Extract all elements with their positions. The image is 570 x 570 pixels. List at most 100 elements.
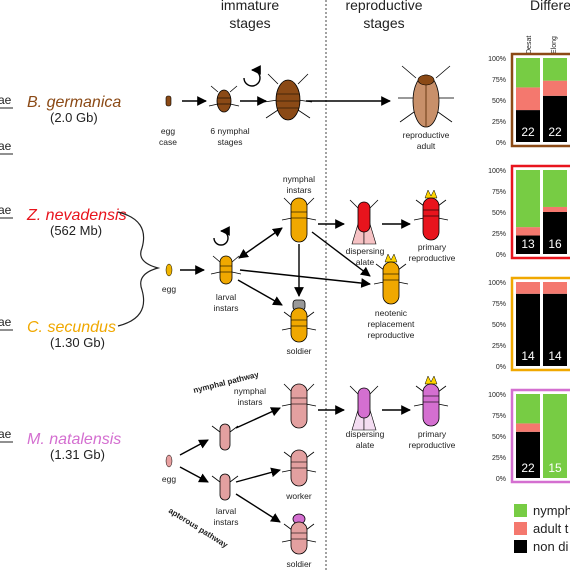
primary-reproductive-icon: [413, 375, 449, 427]
clip-label: ae: [0, 139, 12, 153]
nymphal-stages-label-2: stages: [217, 137, 242, 147]
legend-swatch-nymph: [514, 504, 527, 517]
primary-reproductive-icon: [413, 189, 449, 241]
y-tick-label: 0%: [496, 252, 506, 259]
egg-icon: [165, 454, 173, 468]
y-tick-label: 0%: [496, 476, 506, 483]
soldier-icon: [281, 299, 317, 343]
soldier-icon: [281, 513, 317, 555]
bar-count-label: 14: [521, 349, 535, 363]
dispersing-alate-icon: [349, 385, 379, 431]
bar-segment-non-di: [516, 235, 540, 254]
y-tick-label: 25%: [492, 455, 506, 462]
clip-label: ae: [0, 315, 12, 329]
primary-repro-label-1: primary: [418, 429, 447, 439]
bar-segment-adult-t: [543, 206, 567, 212]
species-name-mnatalensis: M. natalensis: [27, 431, 121, 448]
clip-label: ae: [0, 427, 12, 441]
bar-segment-nymph: [516, 170, 540, 228]
dispersing-alate-label-1: dispersing: [346, 246, 385, 256]
larval-instars-label-1: larval: [216, 292, 236, 302]
neotenic-label-1: neotenic: [375, 308, 408, 318]
egg-icon: [165, 263, 173, 277]
bar-segment-adult-t: [516, 87, 540, 111]
legend-swatch-adult: [514, 522, 527, 535]
nymphal-instars-label-1: nymphal: [283, 174, 315, 184]
legend-swatch-non-di: [514, 540, 527, 553]
y-tick-label: 0%: [496, 364, 506, 371]
dispersing-alate-icon: [349, 199, 379, 245]
panel-border: [510, 52, 570, 148]
genome-size-bgermanica: (2.0 Gb): [50, 110, 98, 125]
dispersing-alate-label-1: dispersing: [346, 429, 385, 439]
bar-count-label: 22: [521, 125, 535, 139]
legend-label-adult: adult t: [533, 521, 569, 536]
y-tick-label: 100%: [488, 168, 506, 175]
legend: nymph adult t non di: [514, 503, 570, 554]
primary-repro-label-2: reproductive: [409, 253, 456, 263]
y-tick-label: 0%: [496, 140, 506, 147]
legend-label-non-di: non di: [533, 539, 569, 554]
neotenic-label-3: reproductive: [368, 330, 415, 340]
header-immature-2: stages: [229, 15, 270, 31]
worker-icon: [281, 449, 317, 487]
larval-instars-label-1: larval: [216, 506, 236, 516]
bar-segment-nymph: [516, 394, 540, 424]
bar-segment-non-di: [543, 95, 567, 142]
y-tick-label: 50%: [492, 434, 506, 441]
y-tick-label: 75%: [492, 77, 506, 84]
egg-case-icon: [165, 95, 172, 107]
bar-segment-adult-t: [543, 80, 567, 96]
bar-segment-non-di: [543, 212, 567, 254]
molt-cycle-icon: [243, 65, 261, 87]
bar-segment-nymph: [543, 170, 567, 207]
panel-border: [510, 388, 570, 484]
nymphal-instars-label-1: nymphal: [234, 386, 266, 396]
neotenic-label-2: replacement: [368, 319, 415, 329]
column-header-desat: Desat: [526, 36, 533, 54]
bar-segment-adult-t: [516, 423, 540, 432]
y-tick-label: 50%: [492, 210, 506, 217]
mnatalensis-lifecycle: egg larval instars nymphal pathway apter…: [162, 370, 456, 569]
header-reproductive-1: reproductive: [345, 0, 422, 13]
panel-border: [510, 164, 570, 260]
larval-instars-label-2: instars: [213, 303, 238, 313]
y-tick-label: 50%: [492, 98, 506, 105]
bar-segment-nymph: [516, 58, 540, 88]
y-tick-label: 100%: [488, 56, 506, 63]
y-tick-label: 75%: [492, 189, 506, 196]
egg-case-label-1: egg: [161, 126, 175, 136]
y-tick-label: 25%: [492, 343, 506, 350]
bar-segment-non-di: [543, 293, 567, 366]
y-tick-label: 25%: [492, 119, 506, 126]
y-tick-label: 25%: [492, 231, 506, 238]
y-tick-label: 100%: [488, 280, 506, 287]
nymphal-stages-label-1: 6 nymphal: [210, 126, 249, 136]
y-tick-label: 50%: [492, 322, 506, 329]
bar-count-label: 14: [548, 349, 562, 363]
bar-count-label: 13: [521, 237, 535, 251]
species-name-csecundus: C. secundus: [27, 319, 116, 336]
species-name-bgermanica: B. germanica: [27, 94, 121, 111]
clip-label: ae: [0, 203, 12, 217]
soldier-label: soldier: [286, 346, 311, 356]
bar-segment-adult-t: [543, 282, 567, 294]
neotenic-reproductive-icon: [373, 253, 409, 305]
larval-instar-icon: [211, 423, 239, 451]
nymphal-instar-icon: [281, 383, 317, 429]
primary-repro-label-1: primary: [418, 242, 447, 252]
repro-adult-label-2: adult: [417, 141, 436, 151]
dispersing-alate-label-2: alate: [356, 257, 375, 267]
molt-cycle-icon: [213, 226, 230, 246]
larval-instar-icon: [211, 473, 239, 501]
bar-segment-nymph: [543, 394, 567, 478]
y-tick-label: 75%: [492, 413, 506, 420]
soldier-label: soldier: [286, 559, 311, 569]
header-immature-1: immature: [221, 0, 280, 13]
genome-size-mnatalensis: (1.31 Gb): [50, 447, 105, 462]
larval-instar-icon: [210, 255, 242, 285]
